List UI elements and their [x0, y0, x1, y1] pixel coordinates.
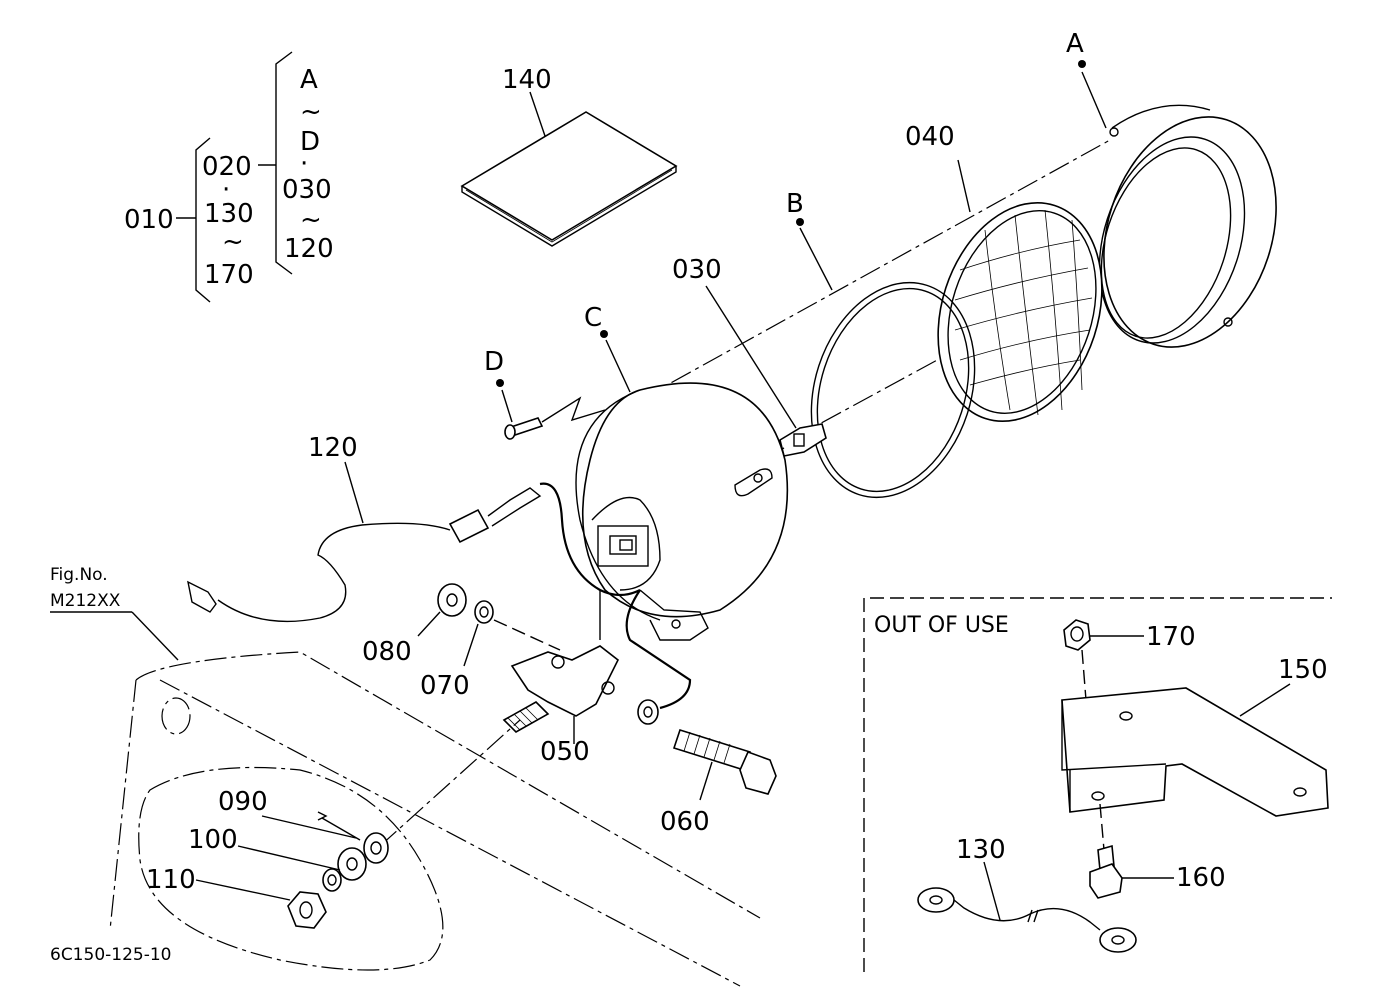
- fig-no-label: Fig.No.: [50, 565, 108, 585]
- label-030: 030: [672, 255, 722, 285]
- legend-bracket-inner: [275, 51, 293, 275]
- part-150-plate: 150: [1061, 655, 1329, 817]
- legend-d: D: [300, 127, 320, 157]
- legend-020: 020: [202, 152, 252, 182]
- legend-dot-2: ·: [300, 149, 308, 179]
- label-150: 150: [1278, 655, 1328, 685]
- label-140: 140: [502, 65, 552, 95]
- legend-tilde-2: ~: [300, 97, 322, 127]
- label-060: 060: [660, 807, 710, 837]
- part-120-harness: 120: [187, 433, 692, 710]
- figure-reference: Fig.No. M212XX: [50, 565, 179, 661]
- ref-label-c: C: [584, 303, 602, 333]
- vehicle-panel: [109, 651, 761, 987]
- legend-170: 170: [204, 260, 254, 290]
- out-of-use-label: OUT OF USE: [874, 613, 1009, 638]
- legend-010: 010: [124, 205, 174, 235]
- part-040-lens: 040: [905, 122, 1103, 423]
- label-130: 130: [956, 835, 1006, 865]
- label-050: 050: [540, 737, 590, 767]
- label-080: 080: [362, 637, 412, 667]
- ref-dot-d: [496, 379, 504, 387]
- part-170-nut: 170: [1063, 619, 1196, 652]
- label-090: 090: [218, 787, 268, 817]
- label-100: 100: [188, 825, 238, 855]
- legend-tilde-3: ~: [300, 205, 322, 235]
- part-090-bolt: 090: [218, 787, 389, 864]
- legend-tilde-1: ~: [222, 227, 244, 257]
- assembly-legend: 010 020 · 130 ~ 170 A ~ D · 030 ~ 120: [124, 51, 334, 303]
- part-rim-a: A: [1066, 29, 1277, 348]
- legend-030: 030: [282, 175, 332, 205]
- legend-120: 120: [284, 234, 334, 264]
- part-050-bracket: 050: [502, 645, 620, 767]
- part-140-booklet: 140: [460, 65, 678, 247]
- label-040: 040: [905, 122, 955, 152]
- part-110-nut: 110: [146, 865, 327, 929]
- part-gasket-b: B: [786, 189, 976, 499]
- drawing-id: 6C150-125-10: [50, 945, 171, 965]
- assembly-axis: [639, 139, 1111, 401]
- label-170: 170: [1146, 622, 1196, 652]
- part-030-bulb: 030: [672, 255, 827, 457]
- legend-dot-1: ·: [222, 175, 230, 205]
- label-110: 110: [146, 865, 196, 895]
- label-120: 120: [308, 433, 358, 463]
- part-070-washer: 070: [420, 600, 494, 701]
- out-of-use-section: OUT OF USE 170 150 160: [863, 597, 1332, 972]
- ref-label-d: D: [484, 347, 504, 377]
- part-screw-d: D: [484, 347, 606, 440]
- part-160-bolt: 160: [1089, 844, 1226, 899]
- ref-label-b: B: [786, 189, 804, 219]
- legend-130: 130: [204, 199, 254, 229]
- part-060-bolt: 060: [637, 699, 777, 837]
- legend-a: A: [300, 65, 318, 95]
- label-070: 070: [420, 671, 470, 701]
- part-130-ground-wire: 130: [917, 835, 1137, 953]
- fig-no-code: M212XX: [50, 591, 121, 611]
- ref-label-a: A: [1066, 29, 1084, 59]
- part-100-washer: 100: [188, 825, 367, 892]
- part-080-spacer: 080: [362, 583, 467, 667]
- label-160: 160: [1176, 863, 1226, 893]
- ref-dot-c: [600, 330, 608, 338]
- legend-bracket-outer: [195, 137, 211, 303]
- ref-dot-b: [796, 218, 804, 226]
- part-housing-c: C: [575, 303, 789, 641]
- ref-dot-a: [1078, 60, 1086, 68]
- mount-axis: [379, 719, 521, 847]
